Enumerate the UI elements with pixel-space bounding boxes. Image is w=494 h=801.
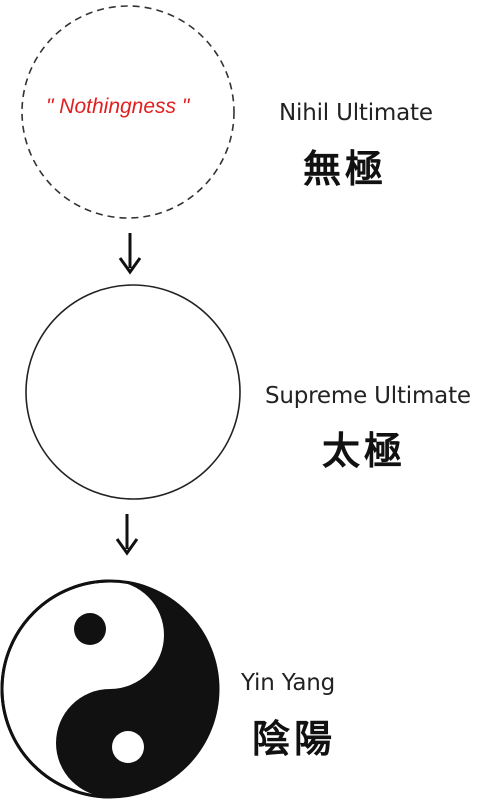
nothingness-text: " Nothingness " — [46, 95, 190, 118]
arrow-down-icon — [118, 233, 142, 275]
arrow-down-icon — [115, 514, 139, 556]
yin-yang-chinese: 陰陽 — [252, 716, 337, 761]
nihil-ultimate-chinese: 無極 — [303, 146, 388, 191]
nihil-ultimate-circle — [21, 5, 235, 219]
supreme-ultimate-label: Supreme Ultimate — [265, 383, 471, 409]
yin-yang-icon — [0, 579, 220, 799]
supreme-ultimate-chinese: 太極 — [322, 428, 407, 473]
nihil-ultimate-label: Nihil Ultimate — [279, 100, 433, 126]
supreme-ultimate-circle — [25, 284, 241, 500]
yin-yang-label: Yin Yang — [241, 670, 336, 696]
